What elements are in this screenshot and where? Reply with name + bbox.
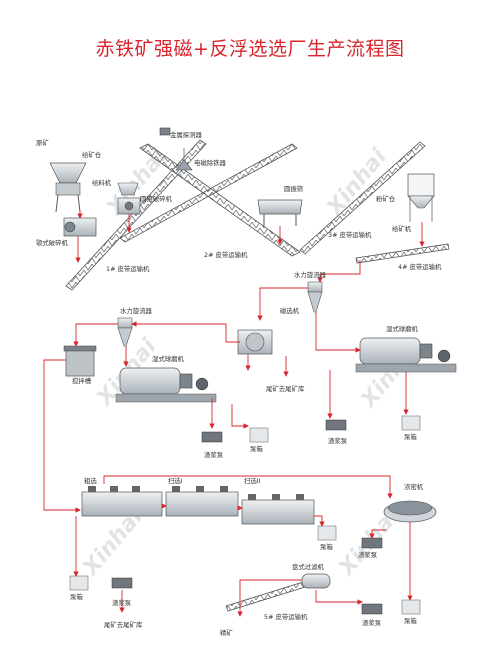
magnetic-separator [237, 329, 273, 355]
slurry-pump-3-shape [361, 537, 383, 549]
agitator-tank [63, 345, 97, 377]
ball-mill-left [115, 367, 217, 403]
pump-box-4-shape [69, 575, 89, 591]
jaw-crusher [63, 217, 97, 237]
label-agitator: 搅拌槽 [72, 377, 92, 385]
vibrating-screen [257, 199, 303, 226]
label-tailings-2: 尾矿去尾矿库 [104, 621, 143, 629]
flotation-rougher [81, 486, 163, 517]
label-ball-mill-left: 湿式球磨机 [152, 355, 184, 363]
label-slurry-pump-4: 渣浆泵 [112, 599, 132, 607]
belt-conveyor-4 [355, 243, 450, 264]
label-pump-box-1: 泵箱 [250, 445, 263, 453]
label-slurry-pump-2: 渣浆泵 [328, 437, 348, 445]
label-rougher: 粗选 [84, 477, 97, 485]
label-concentrate: 精矿 [220, 629, 233, 637]
label-belt-1: 1# 皮带运输机 [106, 265, 150, 273]
ball-mill-right [355, 337, 457, 373]
label-feeder-2: 给矿机 [392, 225, 412, 233]
pump-box-1-shape [249, 427, 269, 443]
hydrocyclone-left [117, 317, 133, 347]
slurry-pump-4-shape [111, 577, 133, 589]
slurry-pump-2-shape [325, 419, 347, 431]
metal-detector [159, 127, 171, 136]
diagram-title: 赤铁矿强磁+反浮选选厂生产流程图 [95, 38, 405, 60]
label-belt-2: 2# 皮带运输机 [204, 251, 248, 259]
flotation-scavenger-1 [165, 486, 239, 517]
label-slurry-pump-5: 渣浆泵 [362, 619, 382, 627]
label-feeder: 给料机 [92, 179, 112, 187]
label-pump-box-3: 泵箱 [320, 543, 333, 551]
raw-ore-hopper [49, 162, 87, 213]
disc-filter [301, 573, 331, 589]
feeder-bin [117, 182, 139, 196]
label-tailings-1: 尾矿去尾矿库 [266, 385, 305, 393]
belt-conveyor-2b [119, 143, 298, 243]
label-raw-ore: 原矿 [36, 139, 49, 147]
label-electromagnet: 电磁除铁器 [194, 159, 226, 167]
electromagnetic-separator [175, 148, 193, 171]
label-hydrocyclone-1: 水力旋流器 [294, 271, 326, 279]
flow-lines [43, 210, 425, 617]
label-scavenger-2: 扫选II [244, 477, 261, 485]
belt-conveyor-1 [65, 139, 207, 291]
pump-box-3-shape [317, 525, 337, 541]
cone-crusher [117, 197, 141, 215]
label-belt-3: 3# 皮带运输机 [328, 231, 372, 239]
label-belt-5: 5# 皮带运输机 [264, 613, 308, 621]
label-magnetic-separator: 磁选机 [280, 307, 300, 315]
pump-box-2-shape [401, 415, 421, 431]
label-metal-detector: 金属探测器 [170, 131, 202, 139]
label-pump-box-4: 泵箱 [70, 593, 83, 601]
slurry-pump-5-shape [361, 603, 383, 615]
belt-conveyor-3 [299, 141, 426, 255]
label-screen: 圆振筛 [284, 185, 304, 193]
fines-bin [407, 173, 435, 222]
hydrocyclone-right [307, 281, 323, 313]
label-belt-4: 4# 皮带运输机 [398, 263, 442, 271]
flotation-scavenger-2 [241, 494, 315, 525]
label-slurry-pump-3: 渣浆泵 [358, 551, 378, 559]
label-thickener: 浓密机 [404, 483, 424, 491]
label-scavenger-1: 扫选I [168, 477, 183, 485]
label-disc-filter: 盘式过滤机 [292, 563, 324, 571]
label-hydrocyclone-2: 水力旋流器 [120, 307, 152, 315]
label-jaw-crusher: 颚式破碎机 [36, 239, 68, 247]
pump-box-5-shape [401, 599, 421, 615]
label-slurry-pump-1: 渣浆泵 [204, 451, 224, 459]
label-pump-box-5: 泵箱 [404, 617, 417, 625]
label-cone-crusher: 圆锥破碎机 [140, 195, 172, 203]
slurry-pump-1-shape [201, 431, 223, 443]
label-feeder-bin: 给矿仓 [82, 151, 102, 159]
belt-conveyor-2 [139, 143, 301, 257]
thickener [383, 500, 437, 523]
label-ball-mill-right: 湿式球磨机 [386, 325, 418, 333]
label-fines-bin: 粉矿仓 [376, 195, 396, 203]
label-pump-box-2: 泵箱 [404, 433, 417, 441]
